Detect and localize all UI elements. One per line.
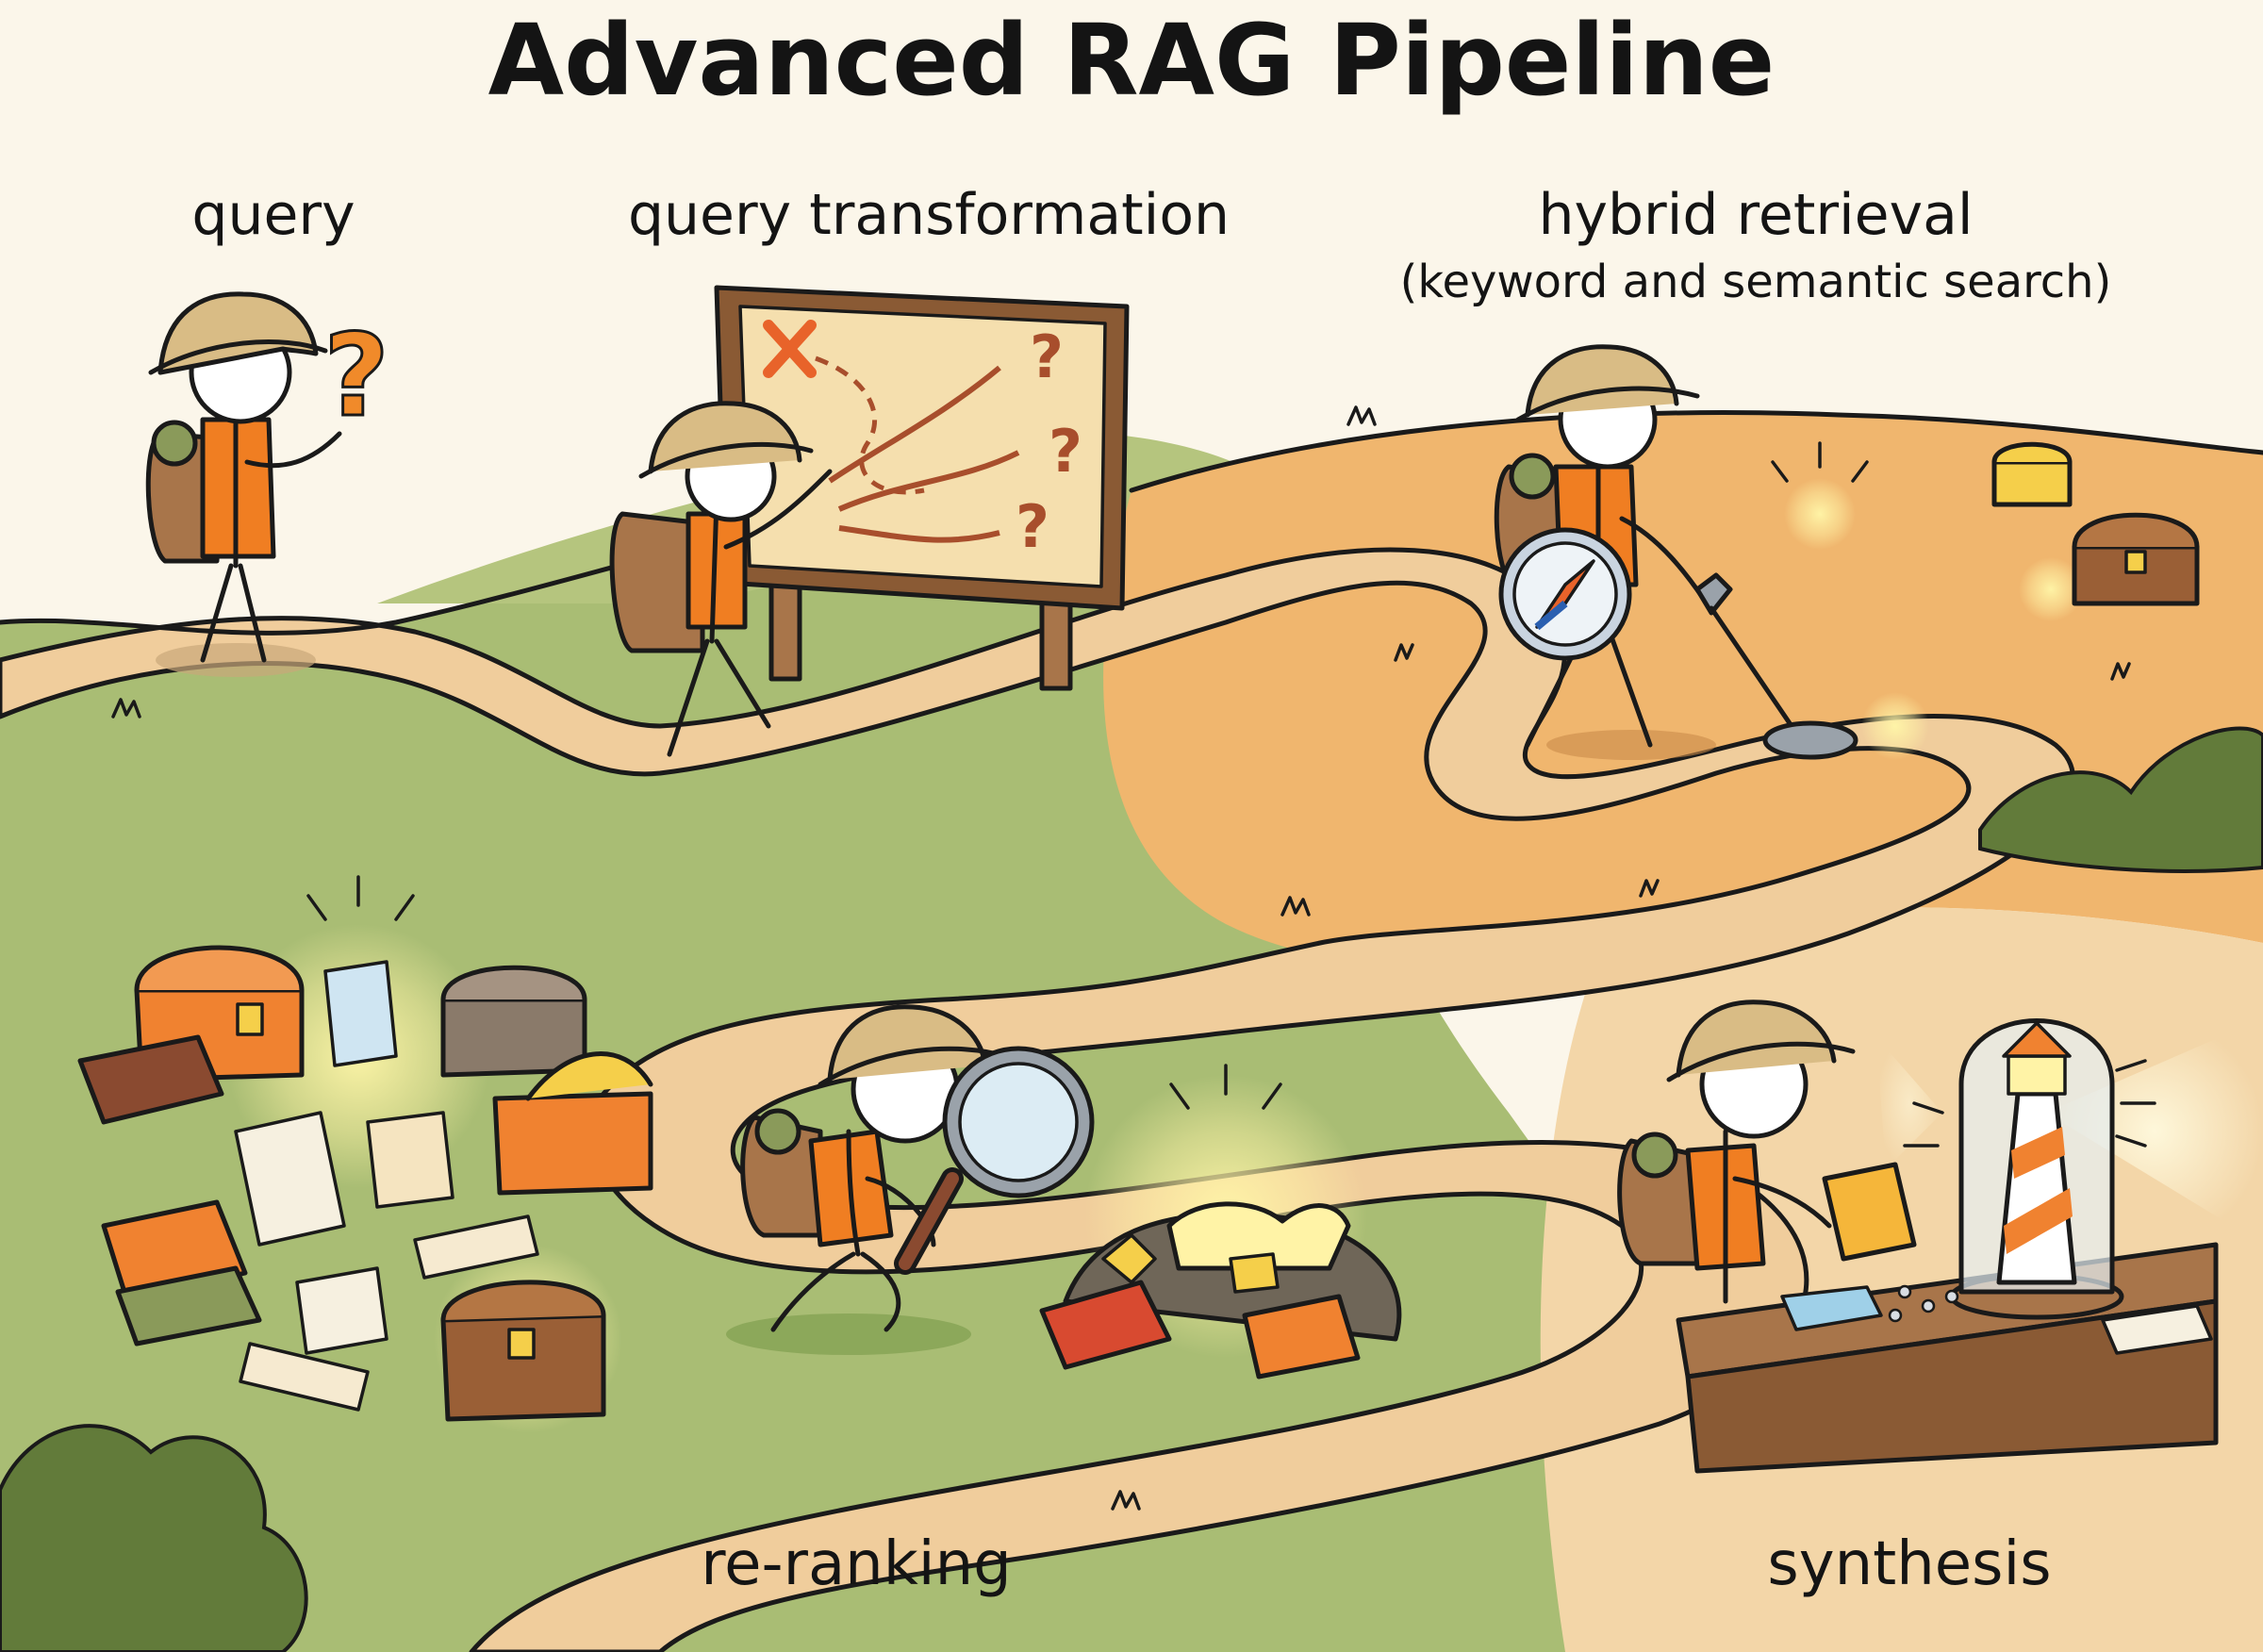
map-mark-1: ? (1030, 322, 1064, 391)
stage-label-hybrid-retrieval: hybrid retrieval (1538, 182, 1973, 248)
stage-sublabel-hybrid-retrieval: (keyword and semantic search) (1400, 256, 2112, 308)
book (115, 1265, 262, 1346)
treasure-chest-icon (2072, 512, 2200, 606)
bedroll (151, 420, 198, 467)
book (1822, 1162, 1917, 1262)
document (323, 960, 398, 1067)
stage-label-query-transformation: query transformation (628, 182, 1230, 248)
map-mark-3: ? (1016, 492, 1049, 561)
book (2101, 1304, 2213, 1355)
explorer-synthesis (1617, 999, 2263, 1474)
lighthouse-icon (1949, 1018, 2124, 1320)
document-pile (77, 924, 653, 1433)
bedroll (1631, 1132, 1678, 1179)
diagram-title: Advanced RAG Pipeline (488, 3, 1776, 118)
map-cross (763, 320, 817, 378)
light-beam (1876, 1037, 1942, 1169)
explorer-query-transformation: ? ? ? (609, 285, 1130, 757)
treasure-chest-icon (440, 1280, 606, 1422)
orange-field (1103, 412, 2263, 966)
winding-path (0, 547, 2075, 1652)
explorer-query: ? (145, 291, 390, 677)
sparkles (306, 441, 2156, 1148)
grass-tufts (111, 405, 2131, 1511)
bedroll (1509, 453, 1556, 500)
stage-label-re-ranking: re-ranking (701, 1529, 1012, 1599)
light-beam (2046, 1018, 2263, 1245)
explorer-hybrid-retrieval (1494, 344, 2200, 760)
document (366, 1111, 454, 1209)
backpack (609, 511, 705, 653)
explorer-re-ranking (726, 1004, 1095, 1355)
bush-bottom-left (0, 1424, 308, 1652)
question-mark-icon: ? (323, 311, 389, 442)
book (1242, 1294, 1361, 1379)
book (77, 1034, 224, 1125)
treasure-chest-icon (492, 1051, 653, 1196)
treasure-chest-icon (1991, 441, 2073, 507)
book (1166, 1201, 1351, 1271)
magnifying-glass-icon (894, 1046, 1095, 1275)
bedroll (754, 1108, 801, 1155)
document (1780, 1285, 1883, 1331)
field-outline (1129, 410, 2263, 493)
scroll (239, 1342, 370, 1412)
ranked-pile (1039, 1075, 1402, 1379)
document (234, 1111, 346, 1247)
document (295, 1266, 388, 1355)
map-mark-2: ? (1049, 417, 1082, 486)
stage-label-query: query (191, 182, 355, 248)
stage-label-synthesis: synthesis (1767, 1529, 2051, 1599)
metal-detector-icon (1694, 572, 1794, 729)
book (1039, 1280, 1172, 1370)
scroll (413, 1214, 539, 1280)
treasure-chest-icon (440, 965, 587, 1078)
bush-right (1978, 726, 2263, 873)
